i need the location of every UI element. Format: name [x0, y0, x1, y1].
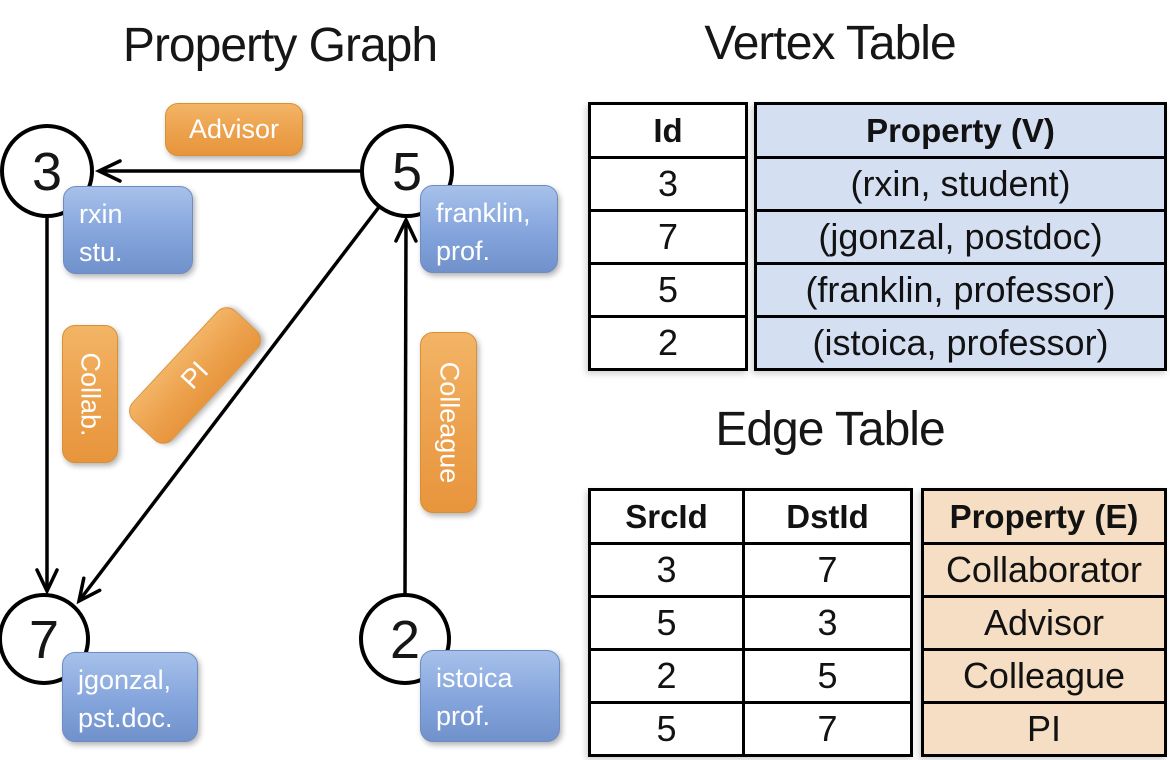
vertex-id-cell: 3	[657, 163, 679, 204]
edge-label-colleague: Colleague	[420, 332, 477, 513]
vertex-property-cell: (franklin, professor)	[805, 269, 1116, 310]
property-graph-title: Property Graph	[122, 19, 438, 72]
vertex-id-2: 2	[390, 610, 420, 670]
edge-table-dstid-header: DstId	[742, 491, 910, 542]
edge-table-id-columns: SrcId DstId 3 7 5 3 2 5 5 7	[588, 488, 913, 757]
vertex-label-7-line1: jgonzal,	[78, 665, 172, 695]
vertex-ids: 3 5 7 2	[29, 142, 422, 670]
vertex-table-id-header: Id	[653, 111, 683, 149]
vertex-id-3: 3	[32, 142, 62, 202]
vertex-label-2-line2: prof.	[436, 701, 491, 731]
property-graph-figure: 3 5 7 2	[0, 124, 454, 685]
vertex-property-cell: (istoica, professor)	[812, 322, 1109, 363]
vertex-id-cell: 2	[657, 322, 679, 363]
vertex-label-7-line2: pst.doc.	[78, 703, 173, 733]
graph-edges	[35, 159, 418, 605]
vertex-label-5-line1: franklin,	[436, 198, 531, 228]
edge-src-cell: 5	[656, 602, 677, 643]
edge-dst-cell: 7	[742, 704, 910, 754]
vertex-label-3-line1: rxin	[79, 199, 123, 229]
vertex-label-2: istoica prof.	[420, 650, 560, 742]
vertex-table-title: Vertex Table	[704, 17, 956, 70]
edge-label-collab-text: Collab.	[75, 351, 106, 437]
edge-table-property-header: Property (E)	[949, 497, 1139, 535]
edge-table-property-column: Property (E) Collaborator Advisor Collea…	[921, 488, 1167, 757]
edge-table-srcid-header: SrcId	[625, 497, 708, 535]
vertex-property-cell: (jgonzal, postdoc)	[818, 216, 1103, 257]
vertex-id-cell: 7	[657, 216, 679, 257]
vertex-label-7: jgonzal, pst.doc.	[62, 652, 198, 742]
vertex-id-cell: 5	[657, 269, 679, 310]
edge-property-cell: Colleague	[962, 655, 1126, 696]
edge-label-colleague-text: Colleague	[434, 361, 464, 484]
vertex-id-5: 5	[392, 142, 422, 202]
edge-table-title: Edge Table	[715, 403, 945, 456]
edge-label-advisor: Advisor	[165, 103, 303, 156]
vertex-label-5-line2: prof.	[436, 236, 491, 266]
edge-dst-cell: 7	[742, 545, 910, 595]
edge-src-cell: 2	[656, 655, 677, 696]
vertex-table-property-header: Property (V)	[866, 111, 1055, 149]
vertex-label-2-line1: istoica	[436, 663, 513, 693]
edge-src-cell: 3	[656, 549, 677, 590]
vertex-property-cell: (rxin, student)	[850, 163, 1071, 204]
vertex-label-5: franklin, prof.	[420, 185, 558, 273]
edge-property-cell: Advisor	[983, 602, 1105, 643]
edge-src-cell: 5	[656, 708, 677, 749]
edge-dst-cell: 3	[742, 598, 910, 648]
edge-property-cell: PI	[1026, 708, 1061, 749]
vertex-label-3-line2: stu.	[79, 237, 123, 267]
vertex-id-7: 7	[29, 610, 59, 670]
edge-dst-cell: 5	[742, 651, 910, 701]
vertex-table-id-column: Id 3 7 5 2	[588, 102, 748, 371]
vertex-table-property-column: Property (V) (rxin, student) (jgonzal, p…	[754, 102, 1167, 371]
edge-arrow-5-to-7	[76, 205, 381, 605]
vertex-label-3: rxin stu.	[63, 186, 193, 274]
edge-property-cell: Collaborator	[945, 549, 1143, 590]
edge-arrow-2-to-5	[394, 215, 418, 595]
edge-label-collab: Collab.	[62, 325, 118, 463]
